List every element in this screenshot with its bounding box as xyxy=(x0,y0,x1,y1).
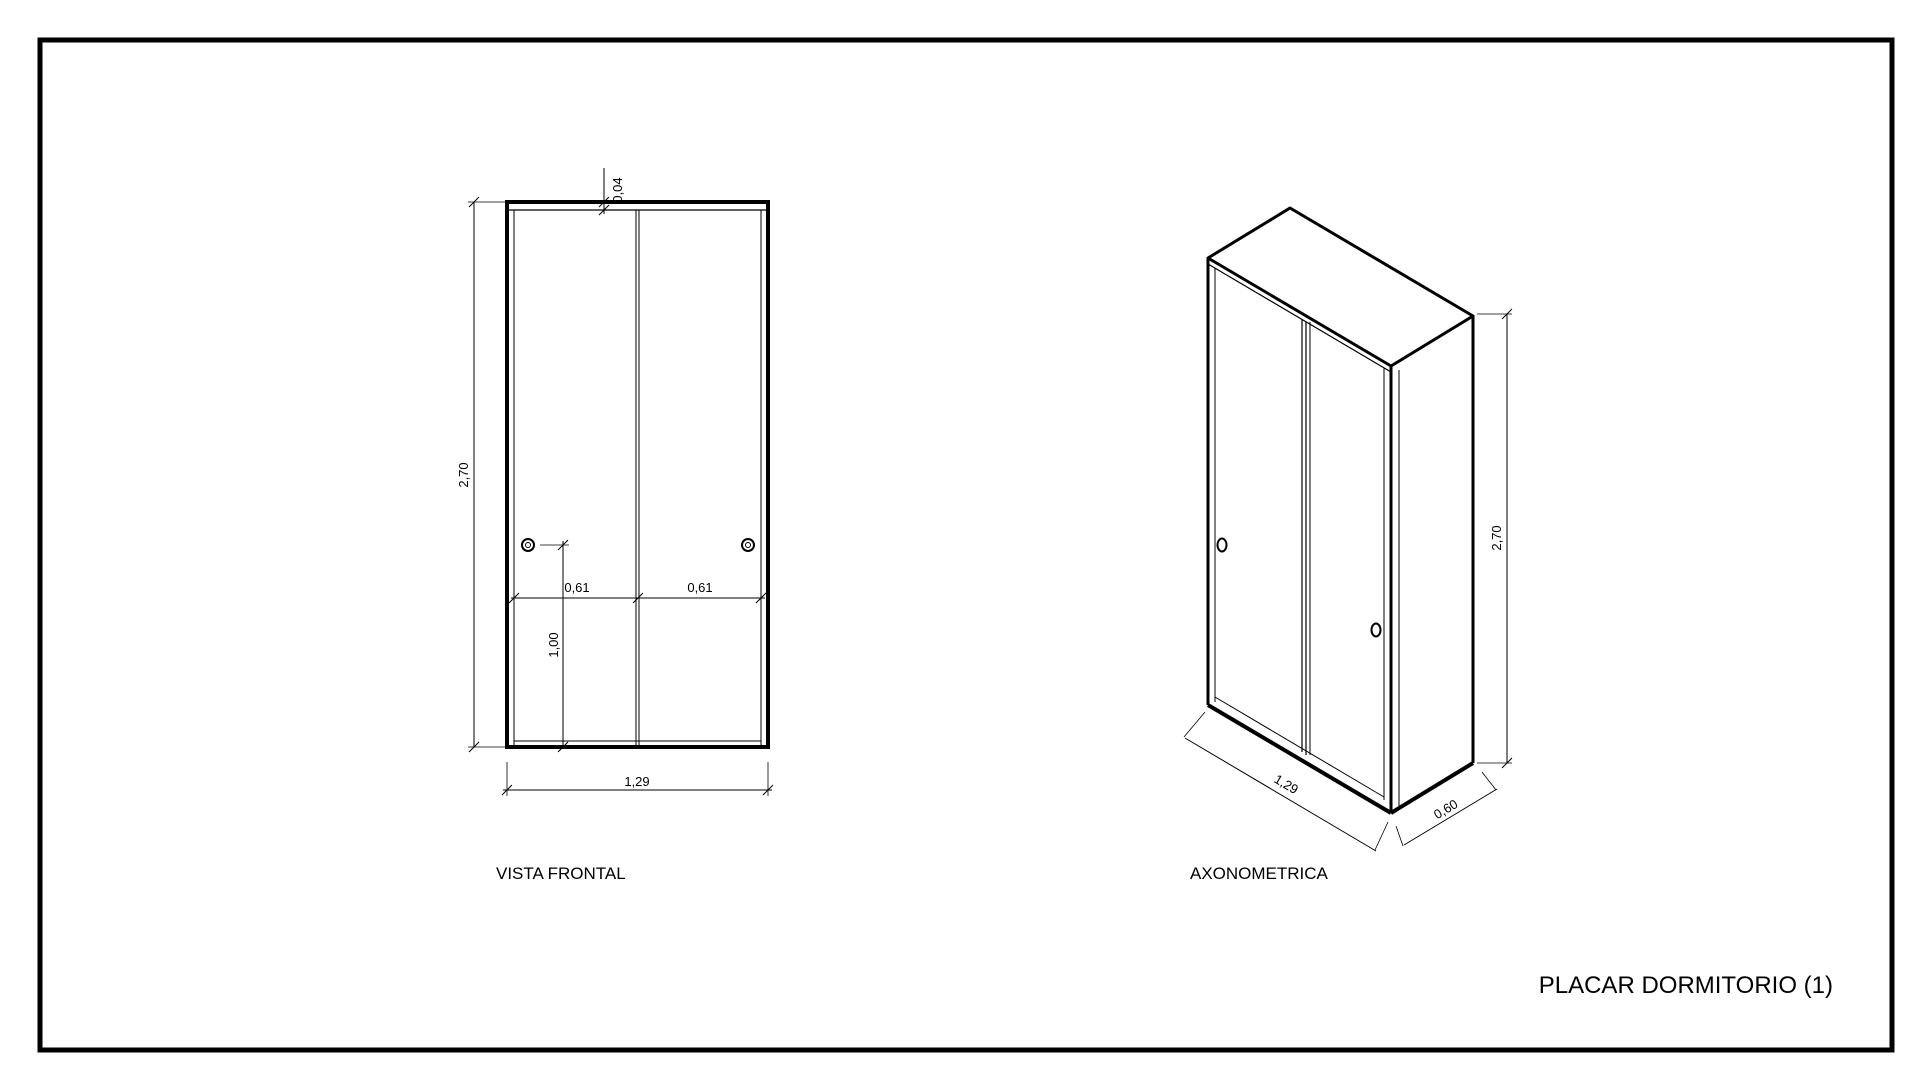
axo-dim-depth-line xyxy=(1403,788,1498,846)
axo-bottom-front-edge xyxy=(1206,703,1393,815)
dim-left-door-label: 0,61 xyxy=(564,580,589,595)
front-view-title: VISTA FRONTAL xyxy=(496,864,626,883)
front-cabinet-outline xyxy=(505,200,770,749)
dim-handle-height-label: 1,00 xyxy=(546,632,561,657)
front-handle-right xyxy=(741,538,755,552)
axo-dim-depth-label: 0,60 xyxy=(1431,796,1460,822)
axo-dim-height-label: 2,70 xyxy=(1489,525,1504,550)
dim-height-label: 2,70 xyxy=(456,462,471,487)
sheet-title: PLACAR DORMITORIO (1) xyxy=(1539,972,1833,999)
axo-handle-left xyxy=(1216,537,1228,553)
axo-view xyxy=(1183,206,1513,852)
dim-top-thickness-label: 0,04 xyxy=(610,177,625,202)
axo-view-title: AXONOMETRICA xyxy=(1190,864,1329,883)
front-handle-left xyxy=(521,538,535,552)
dim-width-label: 1,29 xyxy=(624,774,649,789)
axo-dim-width-label: 1,29 xyxy=(1272,771,1301,797)
axo-dim-width-line xyxy=(1184,737,1377,852)
axo-bottom-side-edge xyxy=(1389,761,1475,815)
axo-handle-right xyxy=(1370,622,1382,638)
dim-right-door-label: 0,61 xyxy=(687,580,712,595)
front-handle-right-inner xyxy=(745,542,751,548)
front-handle-left-inner xyxy=(525,542,531,548)
front-view xyxy=(468,168,774,796)
sheet-border xyxy=(37,37,1895,1053)
